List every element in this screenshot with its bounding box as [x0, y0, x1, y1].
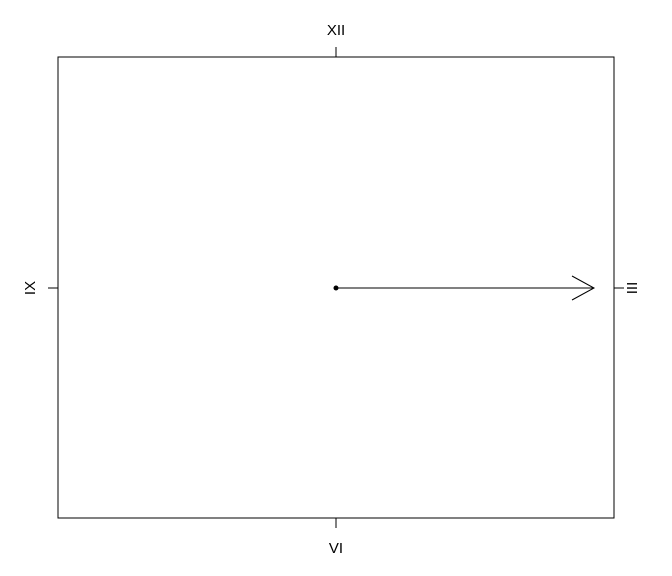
label-twelve: XII [327, 22, 345, 39]
label-three: III [624, 282, 641, 295]
arrow-head [571, 275, 596, 301]
label-six: VI [329, 540, 343, 557]
label-nine: IX [22, 281, 39, 295]
